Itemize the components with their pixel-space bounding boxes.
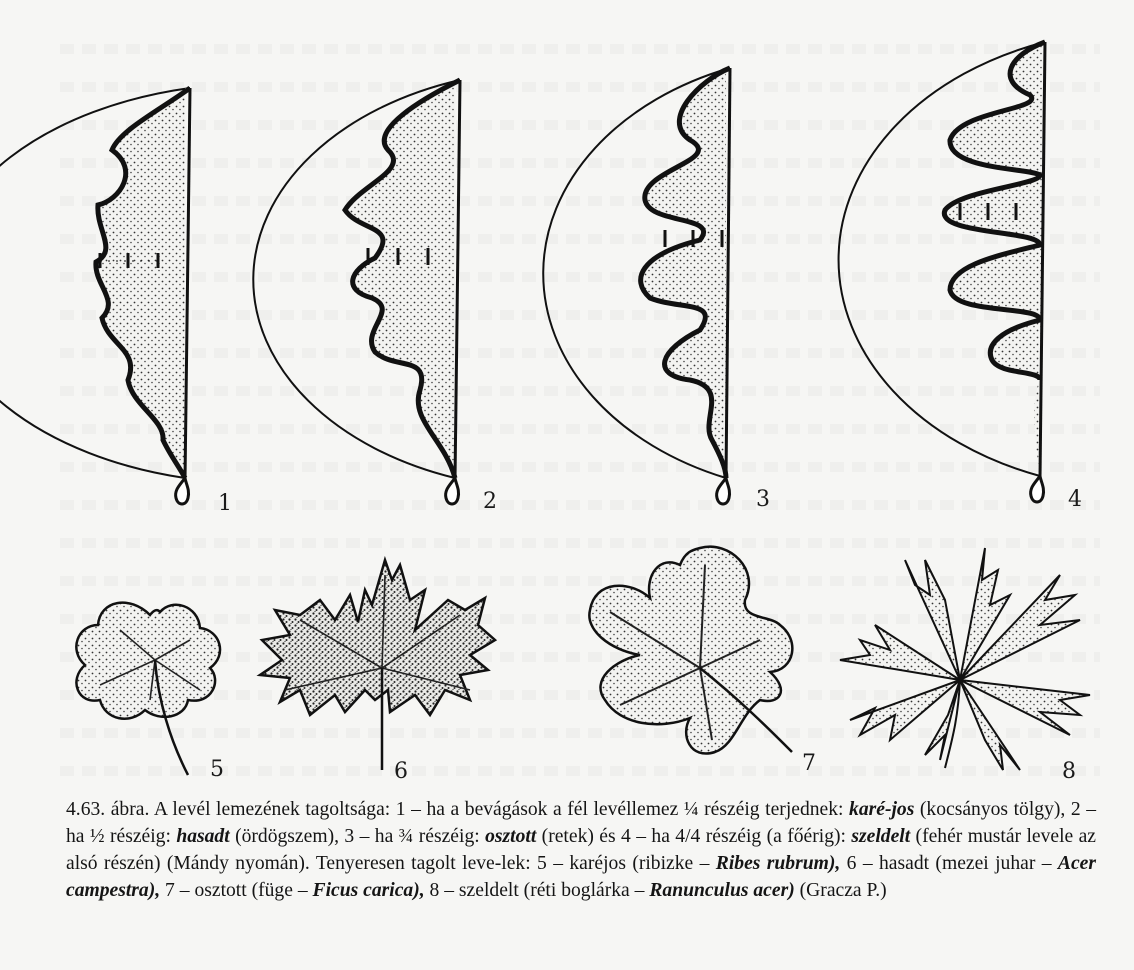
currant-leaf-5 [76, 603, 220, 775]
figure-number-5: 5 [210, 757, 224, 782]
caption-text-4: (retek) és 4 – ha 4/4 részéig (a főérig)… [536, 826, 851, 847]
half-leaf-2 [253, 80, 460, 504]
term-szeldelt: szeldelt [851, 826, 910, 847]
buttercup-leaf-8 [840, 548, 1090, 770]
caption-text-6: 6 – hasadt (mezei juhar – [840, 853, 1058, 874]
half-leaf-4 [839, 42, 1045, 502]
caption-text-3: (ördögszem), 3 – ha ¾ részéig: [230, 826, 485, 847]
species-ribes-rubrum: Ribes rubrum), [716, 853, 841, 874]
fig-leaf-7 [589, 547, 792, 754]
figure-caption: 4.63. ábra. A levél lemezének tagoltsága… [66, 796, 1096, 904]
figure-number-7: 7 [802, 751, 816, 776]
figure-number-2: 2 [483, 489, 497, 514]
figure-number-8: 8 [1062, 759, 1076, 784]
figure-number-4: 4 [1068, 487, 1082, 512]
caption-text-1: 4.63. ábra. A levél lemezének tagoltsága… [66, 799, 849, 820]
figure-number-1: 1 [218, 491, 232, 516]
species-ficus-carica: Ficus carica), [313, 880, 425, 901]
term-osztott: osztott [485, 826, 536, 847]
caption-text-7: 7 – osztott (füge – [160, 880, 312, 901]
figure-number-6: 6 [394, 759, 408, 784]
caption-text-8: 8 – szeldelt (réti boglárka – [425, 880, 650, 901]
leaf-division-figure: 1 2 3 [0, 0, 1134, 790]
maple-leaf-6 [260, 560, 495, 770]
figure-number-3: 3 [756, 487, 770, 512]
half-leaf-1 [0, 88, 190, 504]
caption-text-9: (Gracza P.) [795, 880, 887, 901]
term-hasadt: hasadt [176, 826, 229, 847]
species-ranunculus-acer: Ranunculus acer) [649, 880, 794, 901]
term-karejos: karé-jos [849, 799, 914, 820]
half-leaf-3 [543, 68, 730, 504]
